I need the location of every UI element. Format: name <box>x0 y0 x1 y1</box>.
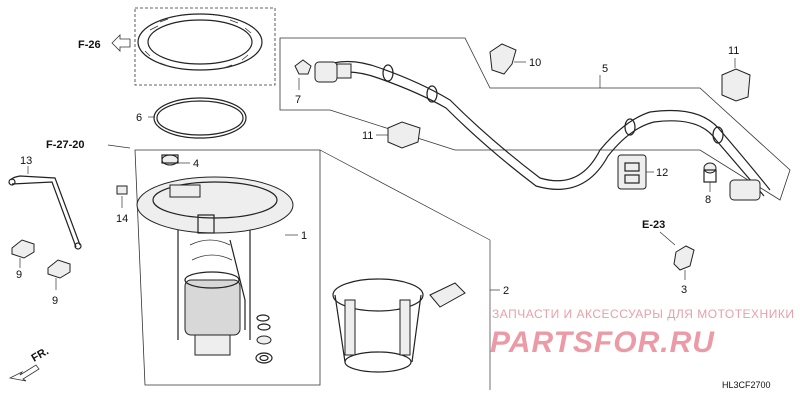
callout-3: 3 <box>681 284 687 296</box>
f27-20-label: F-27-20 <box>46 139 85 151</box>
f27-20-reference[interactable]: F-27-20 <box>46 139 131 151</box>
e23-label: E-23 <box>642 219 665 231</box>
clamp-part-8 <box>703 162 717 183</box>
f26-label: F-26 <box>78 39 101 51</box>
clamp-part-14 <box>116 185 128 195</box>
callout-9-b: 9 <box>52 295 58 307</box>
f26-reference[interactable]: F-26 <box>78 34 131 52</box>
clip-part-4 <box>161 154 179 166</box>
fuel-hose-part-5 <box>314 60 771 201</box>
callout-11-a: 11 <box>362 130 373 142</box>
clip-part-7 <box>294 59 312 75</box>
callout-10: 10 <box>529 57 541 69</box>
callout-12: 12 <box>656 167 668 179</box>
breather-tube-part-13 <box>8 175 82 250</box>
callout-11-b: 11 <box>728 45 739 57</box>
watermark-brand: PARTSFOR.RU <box>490 326 715 359</box>
diagram-code: HL3CF2700 <box>722 380 771 390</box>
front-arrow-icon <box>8 364 40 382</box>
watermark-caption: ЗАПЧАСТИ И АКСЕССУАРЫ ДЛЯ МОТОТЕХНИКИ <box>492 307 794 321</box>
washer-set <box>255 314 273 364</box>
o-ring-part <box>153 97 247 139</box>
lock-ring-part <box>134 7 276 86</box>
clip-part-11-b <box>721 68 751 102</box>
clip-part-9-a <box>11 239 35 259</box>
callout-2: 2 <box>503 285 509 297</box>
callout-4: 4 <box>193 158 199 170</box>
clip-part-3 <box>673 245 695 271</box>
front-direction-indicator: FR. <box>8 345 51 382</box>
callout-1: 1 <box>301 230 307 242</box>
e23-reference[interactable]: E-23 <box>642 219 676 246</box>
clip-part-9-b <box>47 259 71 279</box>
arrow-left-icon <box>111 34 131 52</box>
callout-13: 13 <box>20 155 32 167</box>
callout-8: 8 <box>705 194 711 206</box>
callout-7: 7 <box>295 94 301 106</box>
fuel-pump-assembly <box>136 176 294 356</box>
callout-6: 6 <box>136 112 142 124</box>
callout-9-a: 9 <box>16 269 22 281</box>
clip-part-11-a <box>387 121 421 149</box>
bracket-part-10 <box>489 43 517 75</box>
front-label: FR. <box>30 345 51 364</box>
strainer-housing-part-2 <box>332 278 466 373</box>
callout-5: 5 <box>602 63 608 75</box>
callout-14: 14 <box>116 213 128 225</box>
holder-part-12 <box>617 154 647 190</box>
